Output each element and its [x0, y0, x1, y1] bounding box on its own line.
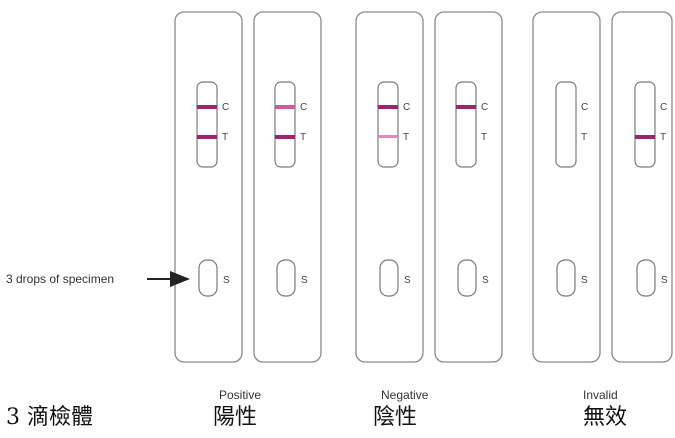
test-line — [378, 135, 398, 138]
sample-well — [636, 259, 656, 297]
negative-chinese-label: 陰性 — [373, 405, 418, 430]
invalid-label: Invalid — [583, 388, 618, 402]
cassette-positive-2: C T S — [253, 11, 322, 363]
control-line — [275, 105, 295, 109]
control-label: C — [403, 102, 410, 113]
test-label: T — [403, 132, 409, 143]
invalid-chinese-label: 無效 — [583, 405, 628, 430]
control-line — [378, 105, 398, 109]
cassette-positive-1: C T S — [174, 11, 243, 363]
control-label: C — [300, 102, 307, 113]
sample-label: S — [404, 275, 411, 286]
cassette-negative-1: C T S — [355, 11, 424, 363]
control-line — [197, 105, 217, 109]
test-label: T — [481, 132, 487, 143]
sample-well — [457, 259, 477, 297]
sample-well — [198, 259, 218, 297]
test-label: T — [660, 132, 666, 143]
control-line — [456, 105, 476, 109]
cassette-negative-2: C T S — [434, 11, 503, 363]
sample-label: S — [301, 275, 308, 286]
control-label: C — [481, 102, 488, 113]
test-line — [275, 135, 295, 139]
negative-label: Negative — [381, 388, 429, 402]
sample-well — [379, 259, 399, 297]
specimen-label: 3 drops of specimen — [6, 272, 114, 286]
sample-label: S — [482, 275, 489, 286]
cassette-invalid-1: C T S — [532, 11, 601, 363]
sample-label: S — [581, 275, 588, 286]
positive-chinese-label: 陽性 — [213, 405, 258, 430]
positive-label: Positive — [219, 388, 262, 402]
control-label: C — [660, 102, 667, 113]
sample-label: S — [661, 275, 668, 286]
control-label: C — [581, 102, 588, 113]
sample-well — [276, 259, 296, 297]
specimen-chinese-label: 3 滴檢體 — [6, 405, 93, 430]
test-label: T — [222, 132, 228, 143]
test-label: T — [300, 132, 306, 143]
test-line — [635, 135, 655, 139]
test-line — [197, 135, 217, 139]
test-label: T — [581, 132, 587, 143]
cassette-invalid-2: C T S — [611, 11, 673, 363]
sample-label: S — [223, 275, 230, 286]
sample-well — [556, 259, 576, 297]
control-label: C — [222, 102, 229, 113]
